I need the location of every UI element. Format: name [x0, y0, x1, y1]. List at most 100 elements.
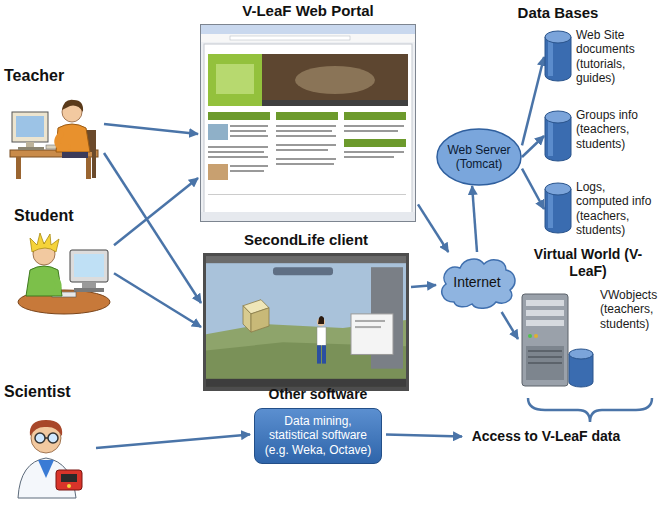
- database-cylinder: [544, 30, 572, 82]
- database-text: Web Site documents (tutorials, guides): [576, 28, 658, 86]
- secondlife-screenshot-part: [317, 345, 321, 363]
- web-portal-screenshot-part: [276, 144, 336, 146]
- internet-cloud-part: [442, 259, 515, 308]
- secondlife-screenshot-part: [273, 267, 333, 275]
- web-portal-screenshot-part: [208, 151, 264, 153]
- text-slot: Data mining, statistical software (e.g. …: [260, 414, 376, 457]
- virtual-world-server-part: [528, 356, 562, 358]
- web-portal-screenshot-part: [344, 156, 394, 158]
- virtual-world-server-part: [528, 362, 562, 364]
- connector-arrow: [418, 204, 448, 252]
- world-objects-text: VWobjects (teachers, students): [600, 288, 658, 331]
- curly-bracket: [528, 398, 652, 422]
- database-cylinder: [544, 182, 572, 234]
- web-portal-screenshot-part: [201, 34, 415, 42]
- scientist-clipart: [6, 406, 94, 502]
- text-slot: Other software: [250, 386, 386, 403]
- student-clipart-part: [54, 276, 59, 292]
- web-portal-screenshot-part: [230, 130, 266, 132]
- connector-arrow: [114, 178, 198, 245]
- teacher-clipart-part: [62, 100, 83, 112]
- database-text: Groups info (teachers, students): [576, 108, 658, 151]
- web-portal-screenshot-part: [230, 170, 264, 172]
- scientist-clipart-part: [35, 433, 45, 443]
- web-portal-screenshot-part: [201, 25, 416, 222]
- software-text: Data mining, statistical software (e.g. …: [260, 414, 376, 457]
- web-portal-screenshot-part: [344, 139, 406, 147]
- web-portal-screenshot-part: [208, 156, 268, 158]
- web-portal-screenshot-part: [230, 125, 268, 127]
- node-ellipse: Web Server (Tomcat): [436, 128, 522, 186]
- world-heading: Virtual World (V-LeaF): [518, 246, 658, 280]
- node-access: Access to V-LeaF data: [462, 428, 630, 445]
- web-portal-screenshot-part: [344, 130, 398, 132]
- web-portal-screenshot-part: [344, 112, 406, 120]
- scientist-clipart-part: [38, 460, 54, 478]
- web-portal-screenshot-part: [276, 125, 336, 127]
- software-box: Data mining, statistical software (e.g. …: [254, 408, 382, 464]
- secondlife-screenshot-part: [243, 306, 251, 332]
- web-portal-screenshot-part: [276, 158, 336, 160]
- virtual-world-server-part: [526, 300, 564, 306]
- web-portal-screenshot-part: [204, 44, 412, 218]
- teacher-clipart-part: [16, 116, 44, 137]
- group-label: Data Bases: [506, 4, 610, 21]
- database-cylinder-part: [545, 189, 571, 233]
- connector-arrow: [522, 57, 544, 145]
- database-cylinder-part: [548, 192, 553, 228]
- virtual-world-server-part: [526, 310, 564, 316]
- node-vw: Virtual World (V-LeaF) VWobjects (teacher…: [518, 246, 658, 396]
- web-portal-screenshot-part: [276, 112, 338, 120]
- scientist-clipart-part: [67, 484, 71, 488]
- secondlife-screenshot-part: [322, 345, 326, 363]
- teacher-clipart-part: [12, 112, 48, 142]
- node-actor: Scientist: [4, 382, 96, 502]
- database-cylinder-part: [548, 120, 553, 156]
- text-slot: V-LeaF Web Portal: [198, 2, 418, 20]
- web-portal-screenshot-part: [208, 112, 270, 120]
- virtual-world-server-part: [526, 320, 564, 326]
- node-actor: Student: [14, 206, 114, 318]
- virtual-world-server-part: [528, 350, 562, 352]
- database-cylinder: [544, 110, 572, 162]
- node-db: Logs, computed info (teachers, students): [544, 180, 658, 238]
- web-portal-screenshot-part: [344, 151, 404, 153]
- text-slot: Logs, computed info (teachers, students): [576, 180, 658, 238]
- text-slot: VWobjects (teachers, students): [600, 288, 658, 331]
- scientist-clipart-part: [48, 433, 58, 443]
- teacher-clipart-part: [16, 157, 21, 179]
- student-clipart-part: [74, 288, 104, 292]
- node-shot: V-LeaF Web Portal: [198, 2, 418, 222]
- database-cylinder-part: [545, 37, 571, 81]
- secondlife-screenshot-part: [355, 320, 385, 322]
- connector-arrow: [502, 312, 518, 339]
- connector-arrow: [522, 136, 544, 157]
- text-slot: Web Site documents (tutorials, guides): [576, 28, 658, 86]
- web-portal-screenshot-part: [208, 54, 262, 106]
- teacher-clipart-part: [57, 134, 68, 147]
- database-cylinder-part: [545, 183, 571, 195]
- web-portal-screenshot-part: [208, 164, 228, 180]
- web-portal-screenshot-part: [295, 66, 375, 94]
- actor-name: Student: [14, 206, 114, 225]
- scientist-clipart-part: [45, 437, 48, 439]
- web-portal-screenshot-part: [208, 146, 268, 148]
- teacher-clipart-part: [56, 124, 90, 152]
- teacher-clipart-part: [62, 152, 88, 158]
- web-portal-screenshot-part: [230, 165, 268, 167]
- teacher-clipart-part: [18, 147, 44, 150]
- scientist-clipart-part: [56, 470, 82, 490]
- node-db: Web Site documents (tutorials, guides): [544, 28, 658, 86]
- connector-arrow: [472, 186, 477, 252]
- server-text: Web Server (Tomcat): [446, 143, 512, 172]
- secondlife-screenshot-part: [317, 327, 326, 345]
- scientist-clipart-part: [30, 420, 62, 436]
- node-shot: SecondLife client: [201, 231, 411, 391]
- teacher-clipart-part: [86, 157, 91, 179]
- secondlife-screenshot: [203, 253, 409, 391]
- secondlife-screenshot-part: [318, 316, 324, 324]
- text-slot: Internet: [444, 274, 510, 291]
- database-cylinder-part: [545, 111, 571, 123]
- web-portal-screenshot-part: [208, 124, 228, 140]
- web-portal-screenshot-part: [230, 135, 268, 137]
